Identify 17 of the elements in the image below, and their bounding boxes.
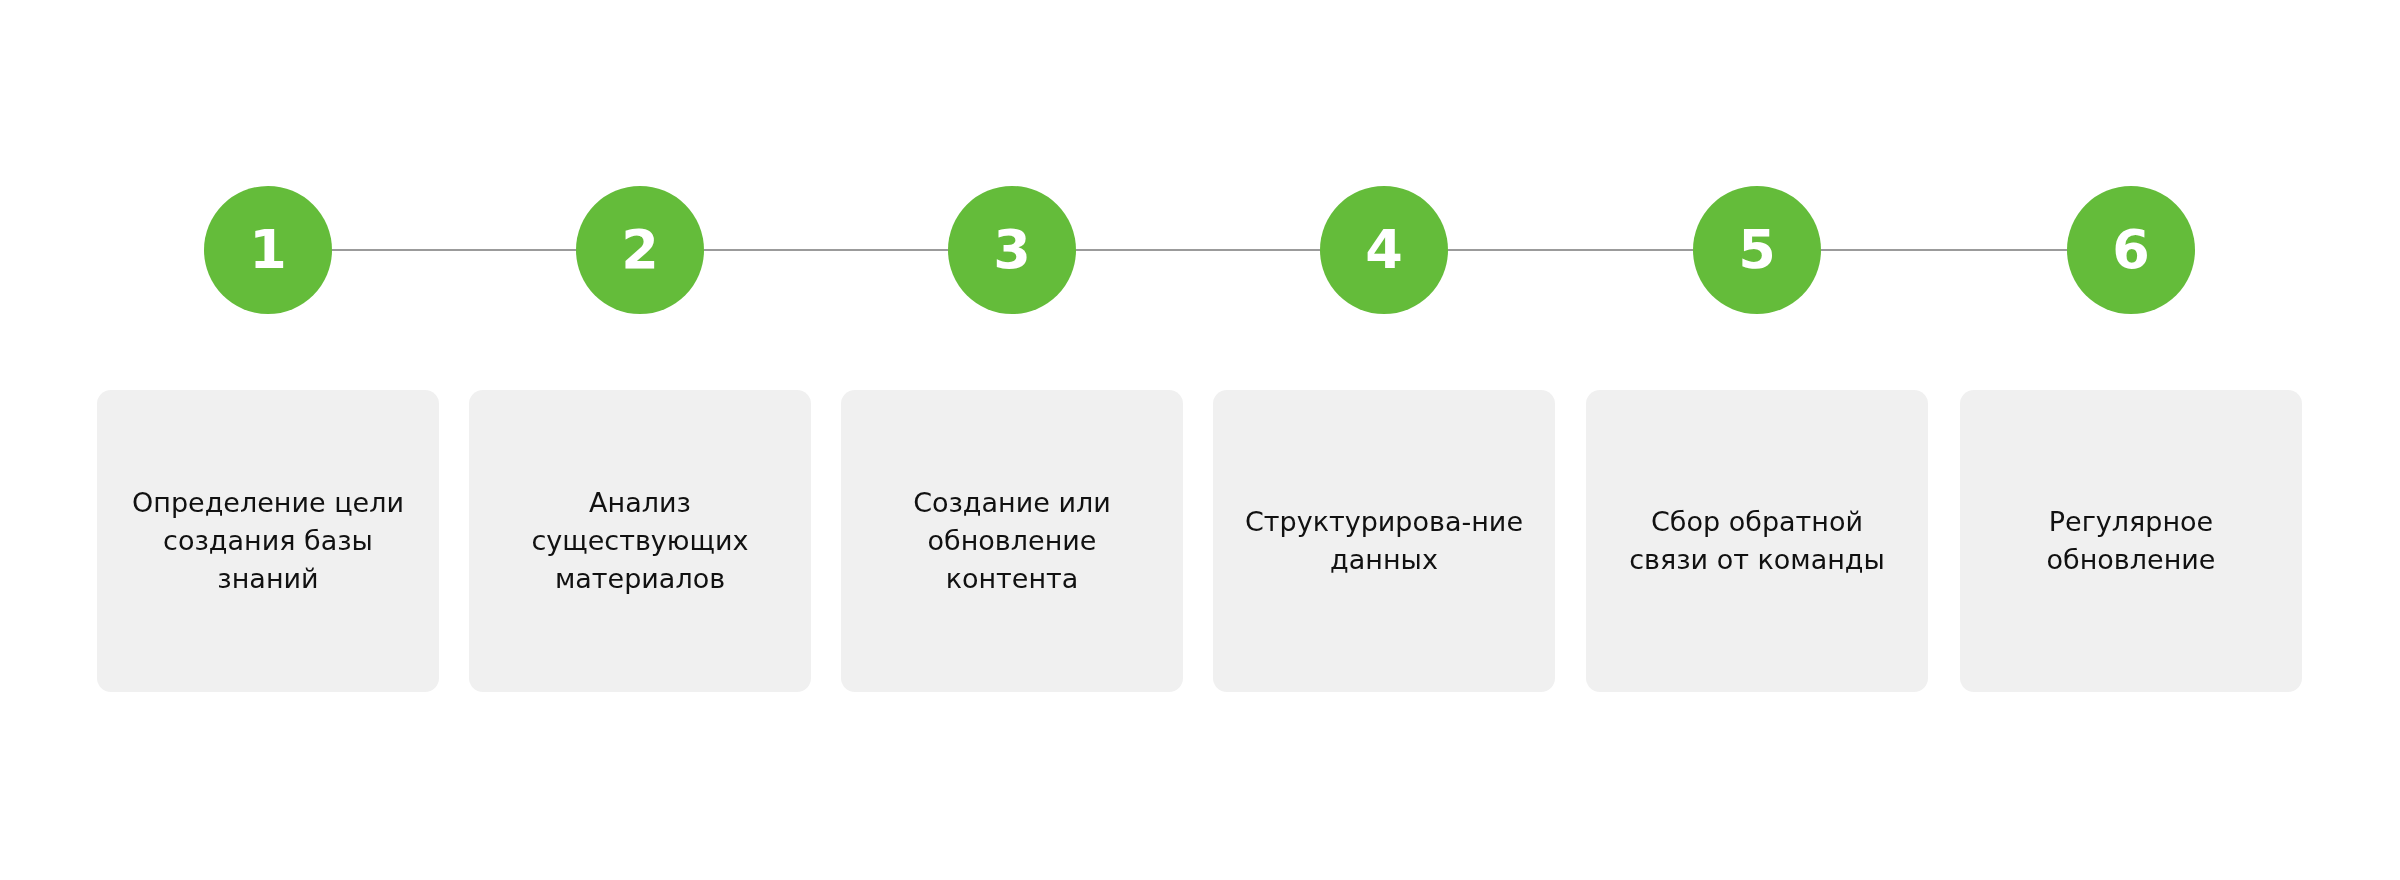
step-number: 1 (249, 223, 287, 277)
step-description: Создание или обновление контента (912, 486, 1112, 596)
step-number: 3 (993, 223, 1031, 277)
step-description: Регулярное обновление (2045, 505, 2217, 577)
step-description: Сбор обратной связи от команды (1628, 505, 1886, 577)
connector-line (1820, 249, 2068, 251)
step-description: Анализ существующих материалов (530, 486, 750, 596)
step-description: Структурирова-ние данных (1243, 505, 1525, 577)
connector-line (331, 249, 577, 251)
step-number: 6 (2112, 223, 2150, 277)
step-number: 2 (621, 223, 659, 277)
connector-line (1075, 249, 1321, 251)
step-number: 5 (1738, 223, 1776, 277)
step-number: 4 (1365, 223, 1403, 277)
connector-line (1447, 249, 1694, 251)
step-description: Определение цели создания базы знаний (131, 486, 405, 596)
connector-line (703, 249, 949, 251)
